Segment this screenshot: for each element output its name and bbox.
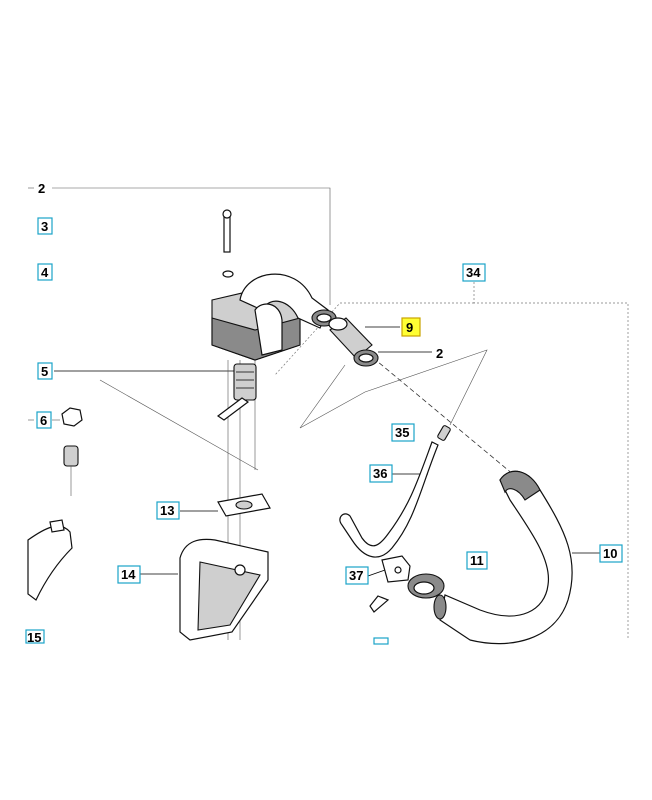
svg-text:35: 35 <box>395 425 409 440</box>
callout-11: 11 <box>466 551 488 570</box>
small-parts-left <box>27 407 83 601</box>
svg-text:9: 9 <box>406 320 413 335</box>
svg-text:10: 10 <box>603 546 617 561</box>
callout-37: 37 <box>345 566 369 585</box>
svg-text:3: 3 <box>41 219 48 234</box>
svg-text:14: 14 <box>121 567 136 582</box>
muffler-assembly <box>211 209 337 421</box>
svg-text:15: 15 <box>27 630 41 645</box>
callout-10: 10 <box>599 544 623 563</box>
svg-text:11: 11 <box>470 553 484 568</box>
callout-15: 15 <box>25 629 45 645</box>
cropped-callout-box <box>373 637 389 645</box>
callout-3: 3 <box>37 217 53 235</box>
svg-text:2: 2 <box>38 181 45 196</box>
svg-text:5: 5 <box>41 364 48 379</box>
callout-14: 14 <box>117 565 141 584</box>
gasket-13 <box>217 493 271 517</box>
callout-9-highlighted: 9 <box>401 317 421 337</box>
callout-13: 13 <box>156 501 180 520</box>
svg-text:34: 34 <box>466 265 481 280</box>
callout-35: 35 <box>391 423 415 442</box>
heat-shield-14 <box>179 538 269 641</box>
callout-4: 4 <box>37 263 53 281</box>
svg-text:13: 13 <box>160 503 174 518</box>
svg-text:36: 36 <box>373 466 387 481</box>
svg-text:2: 2 <box>436 346 443 361</box>
callout-6: 6 <box>36 411 52 429</box>
callout-34: 34 <box>462 263 486 282</box>
svg-text:37: 37 <box>349 568 363 583</box>
callout-2-right: 2 <box>436 346 443 361</box>
callout-5: 5 <box>37 362 53 380</box>
svg-text:6: 6 <box>40 413 47 428</box>
exhaust-parts-right <box>328 317 573 645</box>
callout-36: 36 <box>369 464 393 483</box>
callout-2-top: 2 <box>38 181 45 196</box>
svg-text:4: 4 <box>41 265 49 280</box>
